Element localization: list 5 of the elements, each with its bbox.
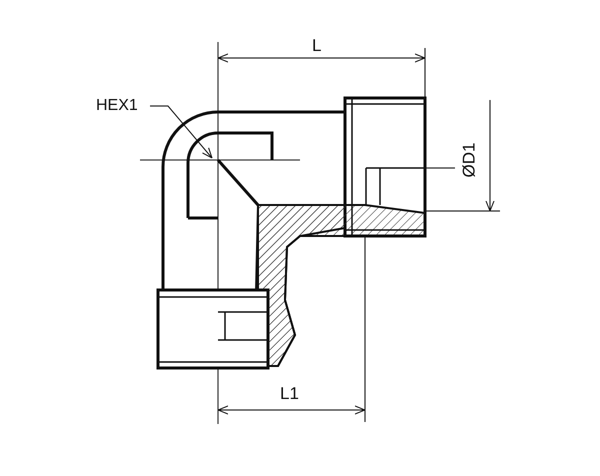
dimension-label: L [312,36,322,56]
dimension-label: L1 [280,384,299,404]
dimension-label: ØD1 [459,142,480,178]
callout-label: HEX1 [96,96,138,116]
leader-line [150,106,212,158]
